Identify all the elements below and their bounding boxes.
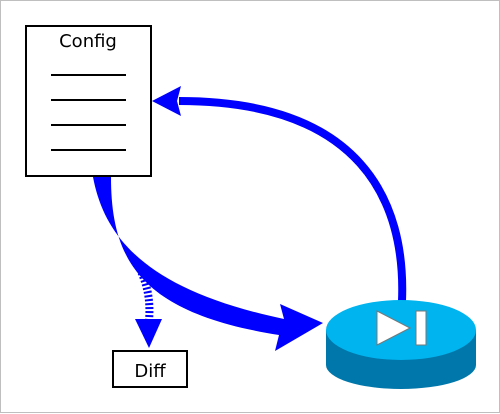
router-play-icon xyxy=(376,310,427,346)
diff-box-frame xyxy=(112,350,188,388)
fetch-arrow-head xyxy=(152,86,181,116)
fetch-arrow xyxy=(152,86,407,302)
play-triangle xyxy=(376,310,412,346)
diff-box: Diff xyxy=(112,350,188,388)
diff-arrow xyxy=(134,263,162,348)
diff-arrow-dotted-line xyxy=(134,263,154,322)
config-document-title: Config xyxy=(59,31,117,52)
config-document: Config xyxy=(25,25,152,177)
diff-box-label: Diff xyxy=(134,361,166,382)
network-device xyxy=(326,300,476,389)
push-arrow xyxy=(93,177,323,351)
fetch-arrow-line xyxy=(178,97,407,302)
diff-arrow-head xyxy=(135,319,162,348)
play-bar xyxy=(415,310,427,346)
push-arrow-shape xyxy=(93,177,323,351)
